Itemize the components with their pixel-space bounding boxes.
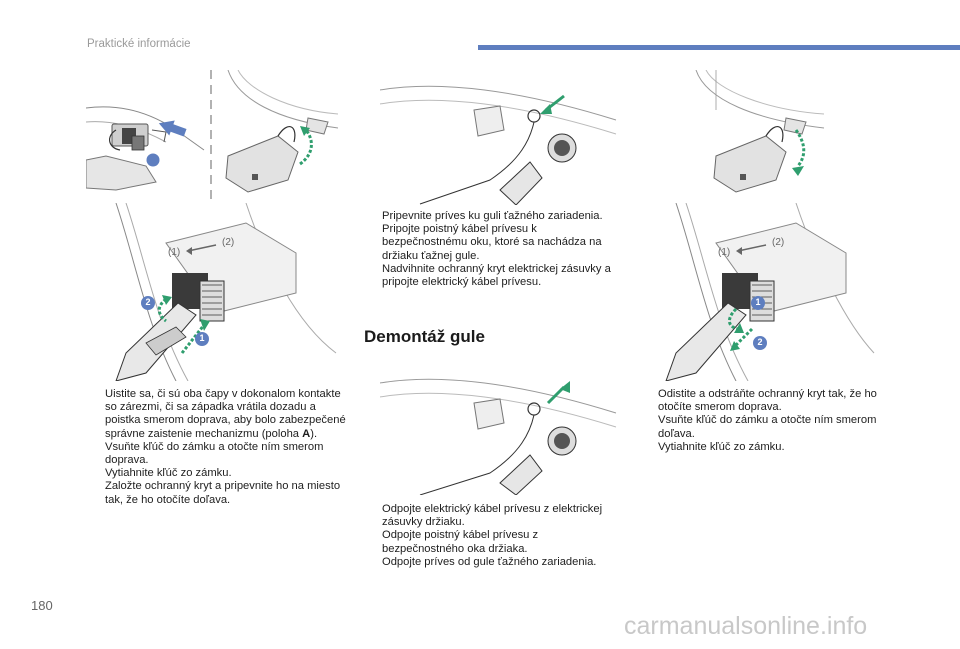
middle-bottom-instructions: Odpojte elektrický kábel prívesu z elekt… <box>365 503 623 569</box>
page-number: 180 <box>31 598 53 613</box>
callout-1-label: 1 <box>199 333 205 343</box>
list-item: Pripevnite príves ku guli ťažného zariad… <box>365 210 615 223</box>
list-item: Odistite a odstráňte ochranný kryt tak, … <box>641 388 903 414</box>
position-label: A <box>302 427 311 440</box>
list-item-text: Vsuňte kľúč do zámku a otočte ním smerom… <box>105 440 324 467</box>
list-item-text: Založte ochranný kryt a pripevnite ho na… <box>105 480 341 506</box>
right-instructions: Odistite a odstráňte ochranný kryt tak, … <box>641 388 903 454</box>
illustration-cover-remove <box>695 70 825 193</box>
header-accent-bar <box>478 45 960 50</box>
list-item: Vsuňte kľúč do zámku a otočte ním smerom… <box>88 441 346 467</box>
watermark: carmanualsonline.info <box>624 612 868 640</box>
list-item-text: Odpojte elektrický kábel prívesu z elekt… <box>382 503 603 529</box>
callout-1-right-label: 1 <box>755 297 761 307</box>
list-item: Vsuňte kľúč do zámku a otočte ním smerom… <box>641 414 903 440</box>
list-item-text: ). <box>310 427 318 440</box>
illustration-lock-position-a <box>86 106 205 191</box>
list-item: Odpojte elektrický kábel prívesu z elekt… <box>365 503 623 529</box>
list-item-text: Odpojte poistný kábel prívesu z bezpečno… <box>382 529 539 555</box>
list-item: Založte ochranný kryt a pripevnite ho na… <box>88 480 346 506</box>
svg-text:(1): (1) <box>168 247 180 258</box>
svg-text:(2): (2) <box>222 237 234 248</box>
callout-2-label: 2 <box>145 297 151 307</box>
list-item-text: Vytiahnite kľúč zo zámku. <box>658 440 785 453</box>
list-item: Vytiahnite kľúč zo zámku. <box>641 441 903 454</box>
list-item: Nadvihnite ochranný kryt elektrickej zás… <box>365 263 615 289</box>
list-item: Odpojte poistný kábel prívesu z bezpečno… <box>365 529 623 555</box>
list-item: Pripojte poistný kábel prívesu k bezpečn… <box>365 223 615 263</box>
middle-top-instructions: Pripevnite príves ku guli ťažného zariad… <box>365 210 615 289</box>
list-item-text: Vsuňte kľúč do zámku a otočte ním smerom… <box>658 414 877 440</box>
dashed-divider <box>210 70 212 202</box>
list-item: Uistite sa, či sú oba čapy v dokonalom k… <box>88 388 346 441</box>
illustration-cover-rotate <box>225 70 339 193</box>
left-instructions: Uistite sa, či sú oba čapy v dokonalom k… <box>88 388 346 507</box>
list-item-text: Uistite sa, či sú oba čapy v dokonalom k… <box>105 388 346 440</box>
list-item-text: Pripevnite príves ku guli ťažného zariad… <box>382 210 603 222</box>
svg-text:(2): (2) <box>772 237 784 248</box>
list-item: Vytiahnite kľúč zo zámku. <box>88 467 346 480</box>
list-item-text: Vytiahnite kľúč zo zámku. <box>105 467 232 480</box>
illustration-key-insertion: (1) (2) <box>115 203 337 381</box>
list-item-text: Pripojte poistný kábel prívesu k bezpečn… <box>382 223 602 262</box>
section-title: Demontáž gule <box>364 327 485 346</box>
list-item-text: Odpojte príves od gule ťažného zariadeni… <box>382 555 597 568</box>
illustration-trailer-disconnect <box>380 378 617 495</box>
illustration-key-removal: (1) (2) <box>665 203 875 381</box>
section-header-title: Praktické informácie <box>87 38 191 50</box>
list-item-text: Nadvihnite ochranný kryt elektrickej zás… <box>382 262 611 289</box>
list-item: Odpojte príves od gule ťažného zariadeni… <box>365 556 623 569</box>
svg-text:(1): (1) <box>718 247 730 258</box>
illustration-trailer-hookup <box>380 85 617 205</box>
callout-2-right-label: 2 <box>757 337 763 347</box>
callout-a-label: A <box>63 153 71 163</box>
list-item-text: Odistite a odstráňte ochranný kryt tak, … <box>658 388 877 414</box>
